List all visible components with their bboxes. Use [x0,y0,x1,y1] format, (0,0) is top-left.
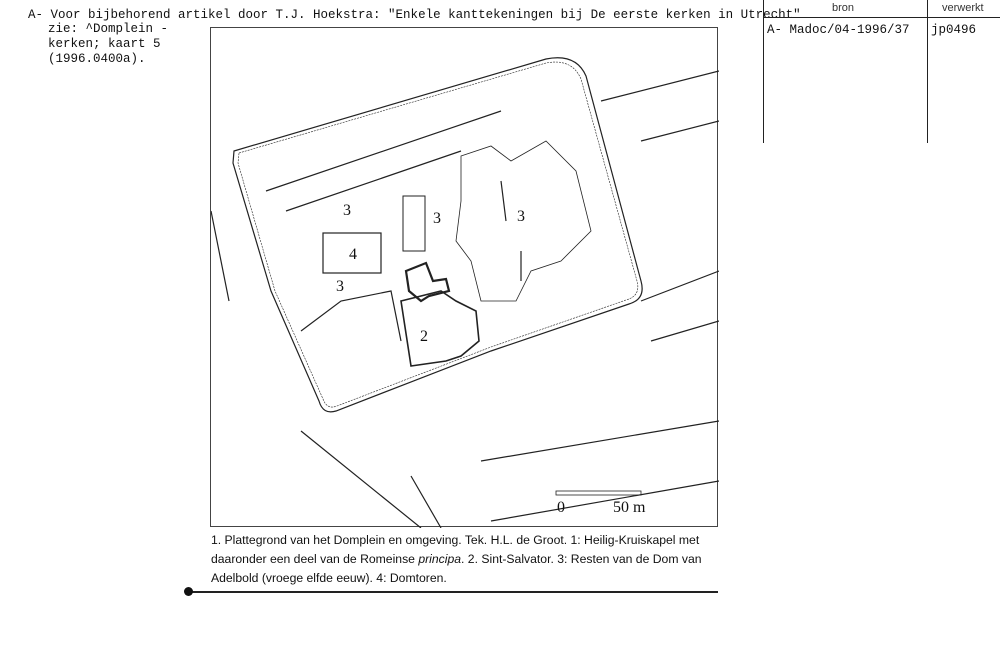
site-plan-map: 3 3 3 4 3 2 0 50 m [210,27,720,529]
column-header-verwerkt: verwerkt [942,2,984,14]
domtoren [322,232,382,274]
map-label: 3 [433,210,441,227]
verwerkt-value: jp0496 [931,23,977,37]
salvator-church [400,290,480,367]
scale-end: 50 m [613,499,646,516]
column-header-bron: bron [832,2,855,14]
map-label: 2 [420,328,428,345]
header-line: A- Voor bijbehorend artikel door T.J. Ho… [28,8,801,22]
dom-remains [455,140,592,302]
outer-wall-inner [237,61,639,408]
map-label: 3 [336,278,344,295]
footer-rule [188,591,718,593]
map-label: 3 [343,202,351,219]
see-line: kerken; kaart 5 [48,37,161,51]
table-divider [763,17,1000,18]
table-divider [927,0,928,143]
see-reference: zie: ^Domplein - kerken; kaart 5 (1996.0… [48,22,168,67]
rule-dot [184,587,193,596]
outer-wall [232,57,643,413]
heilig-kruiskapel [404,261,451,303]
caption-italic: principa [418,552,462,566]
map-label: 4 [349,246,357,263]
see-line: zie: ^Domplein - [48,22,169,36]
caption-text: 1. Plattegrond van het Domplein en omgev… [211,533,700,566]
see-line: (1996.0400a). [48,52,146,66]
bron-value: A- Madoc/04-1996/37 [767,23,910,37]
map-label: 3 [517,208,525,225]
street-lines [210,70,720,529]
table-divider [763,0,764,143]
plan-drawing: 3 3 3 4 3 2 0 50 m [210,57,720,529]
caption-text: . 2. Sint-Salvator. 3: Resten van de Dom… [211,552,702,585]
figure-caption: 1. Plattegrond van het Domplein en omgev… [211,531,721,588]
scale-zero: 0 [557,499,565,516]
